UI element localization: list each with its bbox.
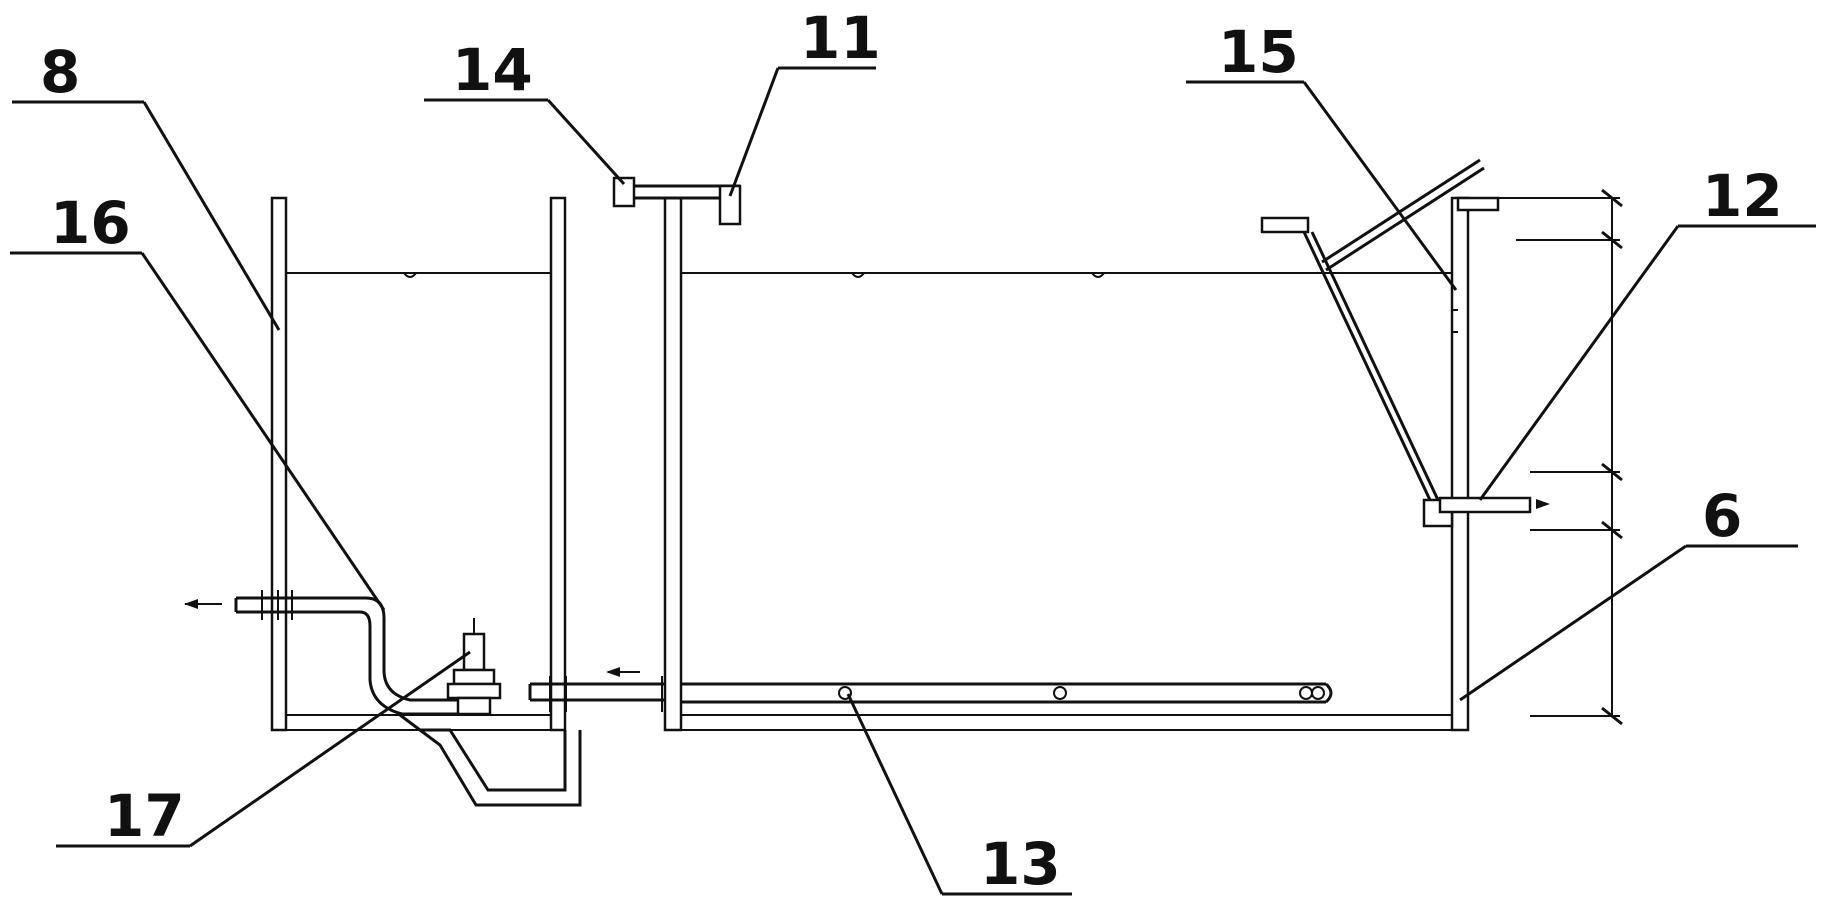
leaders	[10, 66, 1816, 896]
connecting-pipe	[528, 667, 680, 712]
left-tank-right-wall	[549, 196, 567, 732]
label-8: 8	[40, 38, 80, 106]
label-13: 13	[980, 830, 1061, 898]
right-tank	[663, 196, 1470, 732]
inclined-device	[1260, 158, 1550, 528]
outlet-pipe	[184, 590, 470, 716]
bottom-connection-pipe	[420, 728, 567, 792]
pump	[446, 618, 502, 716]
label-14: 14	[452, 36, 533, 104]
label-15: 15	[1218, 18, 1299, 86]
aeration-pipe	[681, 682, 1333, 704]
label-12: 12	[1702, 162, 1783, 230]
label-11: 11	[800, 4, 881, 72]
label-16: 16	[50, 189, 131, 257]
right-tank-left-wall	[663, 196, 683, 732]
feed-pipe	[612, 176, 742, 226]
bottom-connection-pipe-outer	[399, 713, 582, 807]
water-level-mark	[403, 272, 417, 278]
dimension-line	[1494, 188, 1623, 726]
left-tank	[270, 196, 567, 732]
right-tank-right-wall	[1450, 196, 1470, 732]
label-17: 17	[104, 782, 185, 850]
label-6: 6	[1702, 482, 1742, 550]
